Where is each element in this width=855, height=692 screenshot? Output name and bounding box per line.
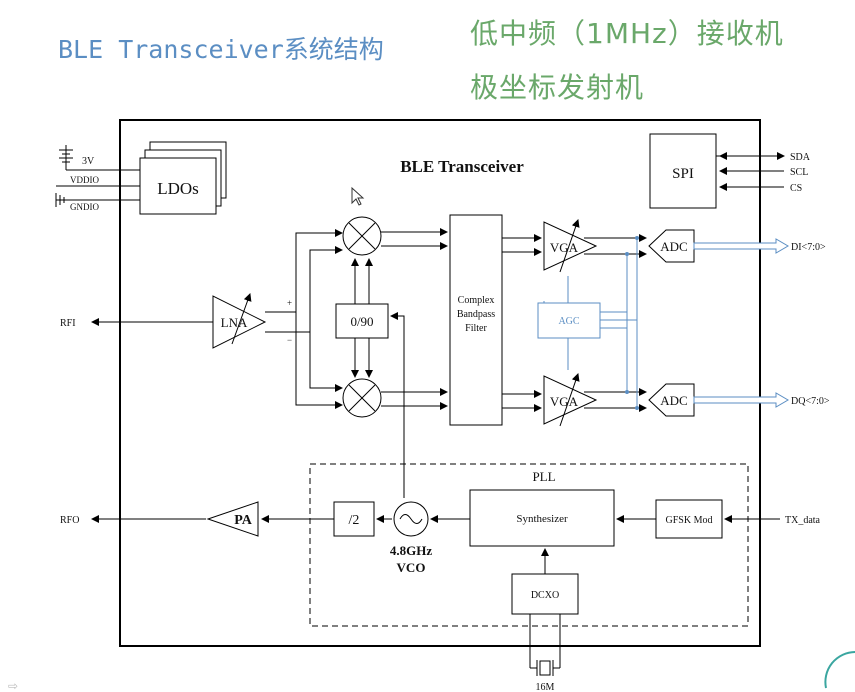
filter-label-line2: Bandpass <box>457 309 495 320</box>
mouse-cursor-icon <box>351 186 365 206</box>
rfo-port-label: RFO <box>60 515 79 526</box>
mixer-q-symbol <box>342 378 382 418</box>
pa-label: PA <box>234 513 253 528</box>
mixer-i-symbol <box>342 216 382 256</box>
pa-amplifier <box>206 501 259 537</box>
corner-arc-decoration <box>824 651 855 689</box>
filter-to-vga-lines <box>502 234 542 412</box>
slide-title: BLE Transceiver系统结构 <box>58 35 384 64</box>
spi-block <box>649 133 717 209</box>
divider-block <box>333 501 375 537</box>
complex-bandpass-filter-block <box>449 214 503 426</box>
spi-label: SPI <box>672 166 694 182</box>
lna-amplifier <box>212 293 267 349</box>
pll-label: PLL <box>532 469 555 484</box>
ldos-label: LDOs <box>157 179 199 198</box>
vga-q-label: VGA <box>550 394 579 409</box>
tx-data-input-label: TX_data <box>785 515 821 526</box>
gfsk-mod-label: GFSK Mod <box>666 515 713 526</box>
lo-distribution-lines <box>351 258 405 498</box>
spi-pin-sda: SDA <box>790 152 811 163</box>
spi-pin-scl: SCL <box>790 167 808 178</box>
gndio-label: GNDIO <box>70 202 99 212</box>
bullet-if-receiver: 低中频（1MHz）接收机 <box>470 17 784 50</box>
supply-3v-symbol <box>59 145 140 171</box>
di-bus-arrow <box>693 238 789 254</box>
phase-splitter-label: 0/90 <box>350 314 373 329</box>
crystal-frequency-label: 16M <box>536 682 555 692</box>
agc-connection-lines <box>543 238 638 408</box>
agc-block <box>537 302 601 339</box>
mixer-to-filter-lines <box>381 228 448 410</box>
crystal-16m-symbol <box>529 614 561 676</box>
spi-pin-cs: CS <box>790 183 802 194</box>
divider-label: /2 <box>349 513 360 528</box>
vco-label: VCO <box>397 560 426 575</box>
dq-bus-arrow <box>693 392 789 408</box>
gfsk-mod-block <box>655 499 723 539</box>
agc-junction-dots <box>625 236 639 410</box>
dcxo-label: DCXO <box>531 590 559 601</box>
adc-q-label: ADC <box>660 393 687 408</box>
agc-label: AGC <box>558 316 579 327</box>
vddio-label: VDDIO <box>70 175 99 185</box>
di-output-label: DI<7:0> <box>791 242 826 253</box>
spi-pin-lines <box>716 152 785 191</box>
lna-minus-label: − <box>287 335 292 345</box>
phase-splitter-block <box>335 303 389 339</box>
ground-symbol <box>55 193 140 207</box>
lna-to-mixer-lines <box>295 229 343 409</box>
vco-oscillator <box>393 501 429 537</box>
vga-i-amplifier <box>543 219 598 273</box>
lna-label: LNA <box>221 315 248 330</box>
supply-3v-label: 3V <box>82 156 95 167</box>
adc-i-label: ADC <box>660 239 687 254</box>
filter-label-line1: Complex <box>458 295 495 306</box>
filter-label-line3: Filter <box>465 323 487 334</box>
synthesizer-label: Synthesizer <box>516 513 568 525</box>
chip-title: BLE Transceiver <box>400 157 524 176</box>
vga-i-label: VGA <box>550 240 579 255</box>
ldos-block <box>139 141 227 215</box>
dcxo-block <box>511 573 579 615</box>
slide-nav-arrow-icon[interactable]: ⇨ <box>8 679 18 692</box>
vco-frequency-label: 4.8GHz <box>390 543 432 558</box>
chip-boundary <box>119 119 761 647</box>
bullet-polar-transmitter: 极坐标发射机 <box>470 71 645 104</box>
lna-plus-label: + <box>287 298 292 308</box>
dq-output-label: DQ<7:0> <box>791 396 830 407</box>
rfi-port-label: RFI <box>60 318 76 329</box>
vga-q-amplifier <box>543 373 598 427</box>
synthesizer-block <box>469 489 615 547</box>
